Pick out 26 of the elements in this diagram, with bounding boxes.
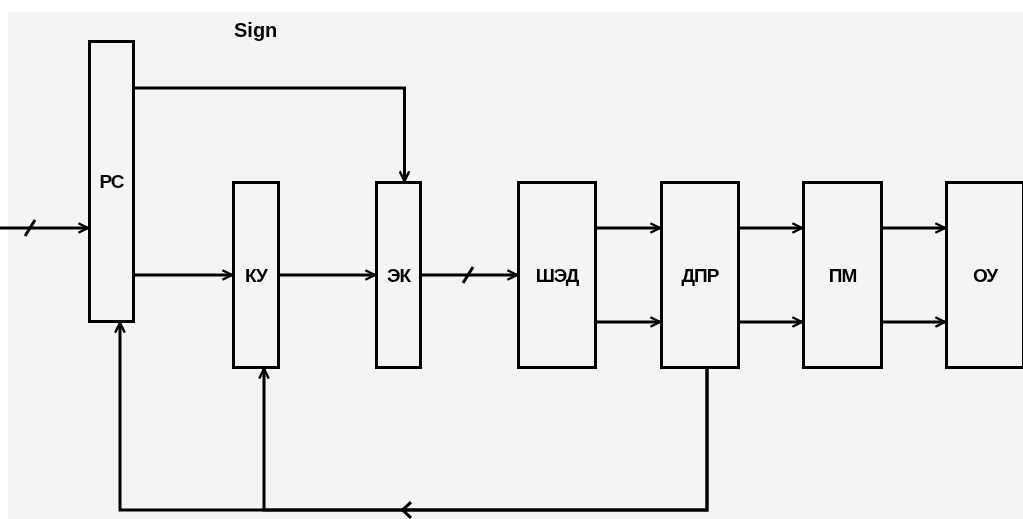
block-box [517,181,597,369]
block-label: ДПР [681,265,719,285]
arrow [258,367,709,512]
arrow [597,222,662,234]
block-label: ШЭД [535,265,579,285]
arrow [740,222,804,234]
block-label: ЭК [386,265,411,285]
block-label: РС [99,172,124,191]
block-box [232,181,280,369]
block-box [945,181,1023,369]
block-box [802,181,883,369]
arrow [597,316,662,328]
block-label: ОУ [972,265,998,285]
arrow [135,86,411,183]
block-box [375,181,422,369]
arrow [740,316,804,328]
block-box [660,181,740,369]
arrow [135,269,234,281]
arrow [883,222,947,234]
block-label: ПМ [828,265,857,285]
block-label: КУ [245,265,267,285]
arrow [280,269,377,281]
arrow [422,266,519,284]
arrow [0,219,90,237]
arrow [883,316,947,328]
block-box [88,40,135,323]
